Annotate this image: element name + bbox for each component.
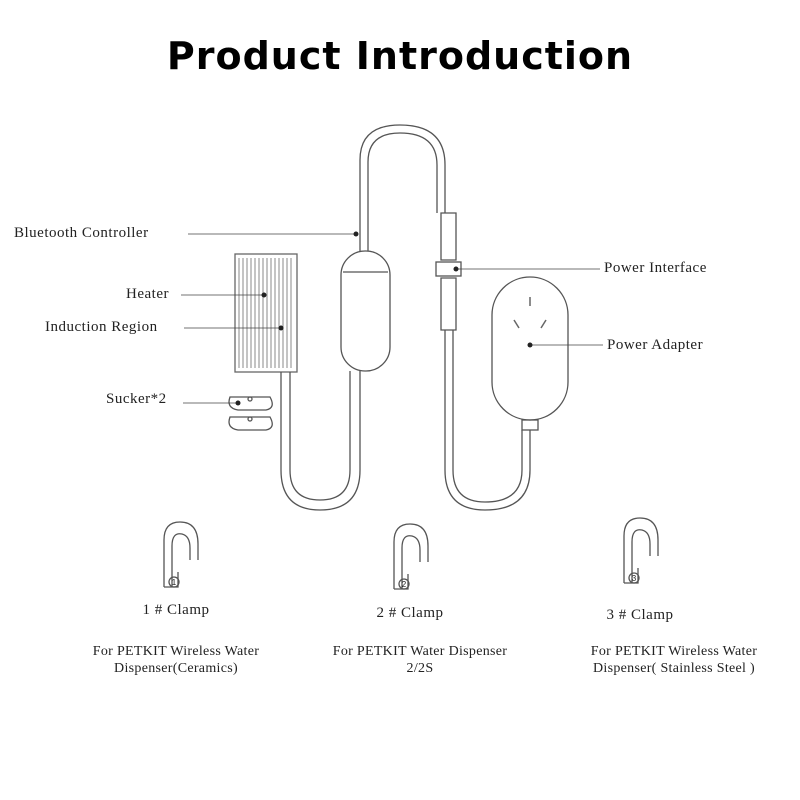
clamp-3-name: 3 # Clamp	[606, 607, 674, 623]
label-power-interface: Power Interface	[604, 260, 707, 276]
power-interface-connector	[435, 212, 462, 331]
clamp-1-name: 1 # Clamp	[142, 602, 210, 618]
clamp-3-icon: 3	[623, 517, 659, 584]
label-power-adapter: Power Adapter	[607, 337, 704, 353]
main-cable	[359, 124, 446, 251]
leader-lines	[181, 233, 603, 404]
clamp-2-name: 2 # Clamp	[376, 605, 444, 621]
heater-cable	[280, 371, 361, 511]
heater-pad	[234, 253, 298, 373]
label-bluetooth-controller: Bluetooth Controller	[14, 225, 149, 241]
page-title: Product Introduction	[166, 34, 634, 78]
clamp-1-number: 1	[172, 578, 177, 587]
label-sucker: Sucker*2	[106, 391, 167, 407]
bluetooth-controller-body	[340, 250, 391, 372]
label-induction-region: Induction Region	[45, 319, 158, 335]
clamp-1-icon: 1	[163, 521, 199, 588]
suckers	[228, 396, 273, 431]
adapter-cable	[444, 330, 531, 511]
clamp-2-number: 2	[402, 580, 407, 589]
clamp-3-number: 3	[632, 574, 637, 583]
label-heater: Heater	[126, 286, 169, 302]
clamp-2-icon: 2	[393, 523, 429, 590]
